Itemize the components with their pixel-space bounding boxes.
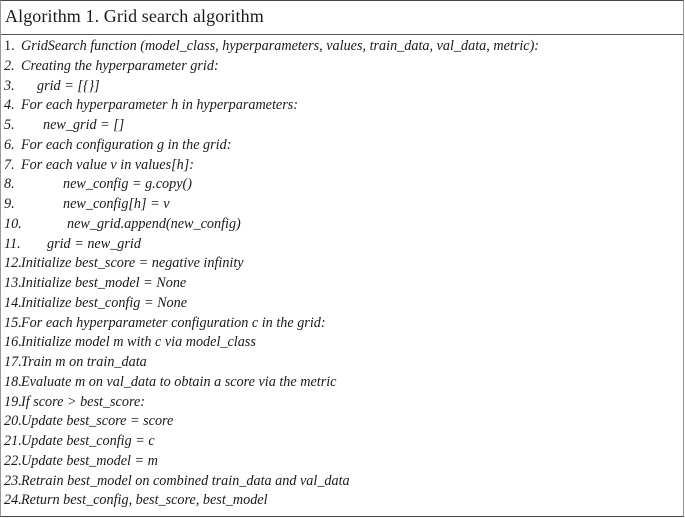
line-text: Train m on train_data [21,354,147,370]
line-text: Initialize best_score = negative infinit… [21,255,244,272]
algorithm-line: 8. new_config = g.copy() [1,175,683,195]
line-number: 17. [4,354,22,370]
line-number: 4. [4,97,15,114]
line-number: 23. [4,472,22,489]
line-number: 9. [4,196,15,212]
line-text: Update best_model = m [21,452,158,469]
line-number: 24. [4,492,22,509]
algorithm-line: 4. For each hyperparameter h in hyperpara… [1,96,683,116]
algorithm-line: 15.For each hyperparameter configuration… [1,314,683,334]
algorithm-title: Algorithm 1. Grid search algorithm [5,6,264,26]
line-number: 2. [4,57,15,74]
line-number: 6. [4,136,15,153]
line-text: new_grid = [] [43,117,125,133]
algorithm-line: 6. For each configuration g in the grid: [1,136,683,156]
line-text: new_grid.append(new_config) [67,215,241,232]
line-text: Update best_score = score [21,413,174,430]
algorithm-line: 7. For each value v in values[h]: [1,156,683,176]
line-number: 15. [4,314,22,331]
line-text: Retrain best_model on combined train_dat… [21,472,350,489]
algorithm-line: 11. grid = new_grid [1,235,683,255]
algorithm-line: 24.Return best_config, best_score, best_… [1,491,683,511]
algorithm-line: 19.If score > best_score: [1,393,683,413]
algorithm-line: 22.Update best_model = m [1,452,683,472]
line-text: Evaluate m on val_data to obtain a score… [21,373,337,390]
line-text: For each configuration g in the grid: [21,136,232,153]
line-text: new_config[h] = v [63,196,170,212]
algorithm-line: 21.Update best_config = c [1,432,683,452]
line-text: Update best_config = c [21,433,155,449]
algorithm-line: 14.Initialize best_config = None [1,294,683,314]
algorithm-line: 10. new_grid.append(new_config) [1,215,683,235]
line-text: Initialize model m with c via model_clas… [21,334,256,351]
algorithm-line: 20.Update best_score = score [1,412,683,432]
line-text: Initialize best_model = None [21,275,187,291]
line-text: For each value v in values[h]: [21,156,194,173]
line-number: 8. [4,176,15,193]
line-text: If score > best_score: [21,393,145,410]
algorithm-line: 3. grid = [{}] [1,77,683,97]
line-number: 18. [4,373,22,390]
line-number: 22. [4,452,22,469]
line-number: 1. [4,38,15,54]
line-text: For each hyperparameter h in hyperparame… [21,97,298,114]
line-number: 3. [4,77,15,94]
algorithm-line: 23.Retrain best_model on combined train_… [1,472,683,492]
line-number: 13. [4,275,22,291]
line-text: new_config = g.copy() [63,176,192,193]
algorithm-line: 9. new_config[h] = v [1,195,683,215]
line-text: Return best_config, best_score, best_mod… [21,492,268,509]
line-text: Initialize best_config = None [21,294,188,311]
line-text: GridSearch function (model_class, hyperp… [21,38,540,54]
title-divider [1,34,683,35]
algorithm-line: 12.Initialize best_score = negative infi… [1,254,683,274]
line-text: grid = [{}] [37,77,100,94]
algorithm-line: 5. new_grid = [] [1,116,683,136]
line-number: 19. [4,393,22,410]
algorithm-line: 2. Creating the hyperparameter grid: [1,57,683,77]
line-number: 14. [4,294,22,311]
algorithm-lines: 1. GridSearch function (model_class, hype… [1,37,683,511]
line-text: grid = new_grid [47,235,141,252]
line-number: 5. [4,117,15,133]
line-number: 16. [4,334,22,351]
line-number: 20. [4,413,22,430]
algorithm-line: 18.Evaluate m on val_data to obtain a sc… [1,373,683,393]
line-text: For each hyperparameter configuration c … [21,314,326,331]
algorithm-line: 1. GridSearch function (model_class, hype… [1,37,683,57]
line-number: 11. [4,235,21,252]
line-number: 10. [4,215,22,232]
algorithm-line: 13.Initialize best_model = None [1,274,683,294]
line-text: Creating the hyperparameter grid: [21,57,219,74]
line-number: 21. [4,433,22,449]
algorithm-line: 16.Initialize model m with c via model_c… [1,333,683,353]
algorithm-line: 17.Train m on train_data [1,353,683,373]
line-number: 12. [4,255,22,272]
line-number: 7. [4,156,15,173]
